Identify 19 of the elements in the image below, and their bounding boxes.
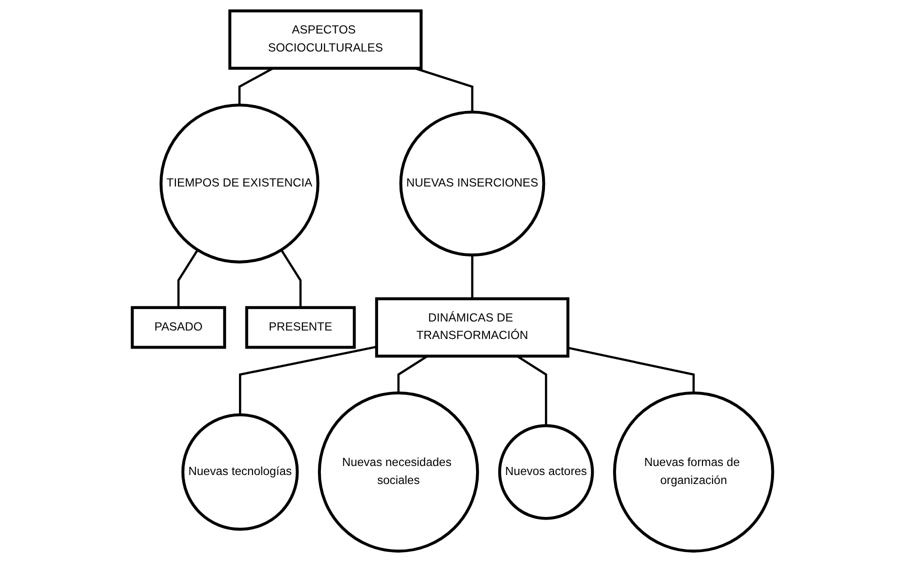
node-box: PRESENTE bbox=[245, 306, 356, 349]
connector bbox=[568, 346, 695, 393]
connector bbox=[471, 255, 474, 299]
connector bbox=[516, 355, 548, 426]
node-circle: Nuevos actores bbox=[498, 424, 594, 520]
node-box: PASADO bbox=[130, 306, 226, 349]
connector bbox=[280, 249, 302, 308]
node-circle: Nuevas necesidades sociales bbox=[318, 391, 480, 553]
connector bbox=[397, 355, 428, 393]
connector bbox=[238, 346, 377, 415]
connector bbox=[238, 67, 274, 106]
connector bbox=[177, 249, 199, 308]
node-circle: Nuevas tecnologías bbox=[181, 413, 299, 531]
connector bbox=[414, 67, 474, 112]
node-box: DINÁMICAS DE TRANSFORMACIÓN bbox=[375, 297, 570, 358]
node-box: ASPECTOS SOCIOCULTURALES bbox=[228, 9, 423, 70]
node-circle: NUEVAS INSERCIONES bbox=[399, 110, 546, 256]
node-circle: TIEMPOS DE EXISTENCIA bbox=[160, 104, 320, 264]
node-circle: Nuevas formas de organización bbox=[613, 391, 774, 553]
